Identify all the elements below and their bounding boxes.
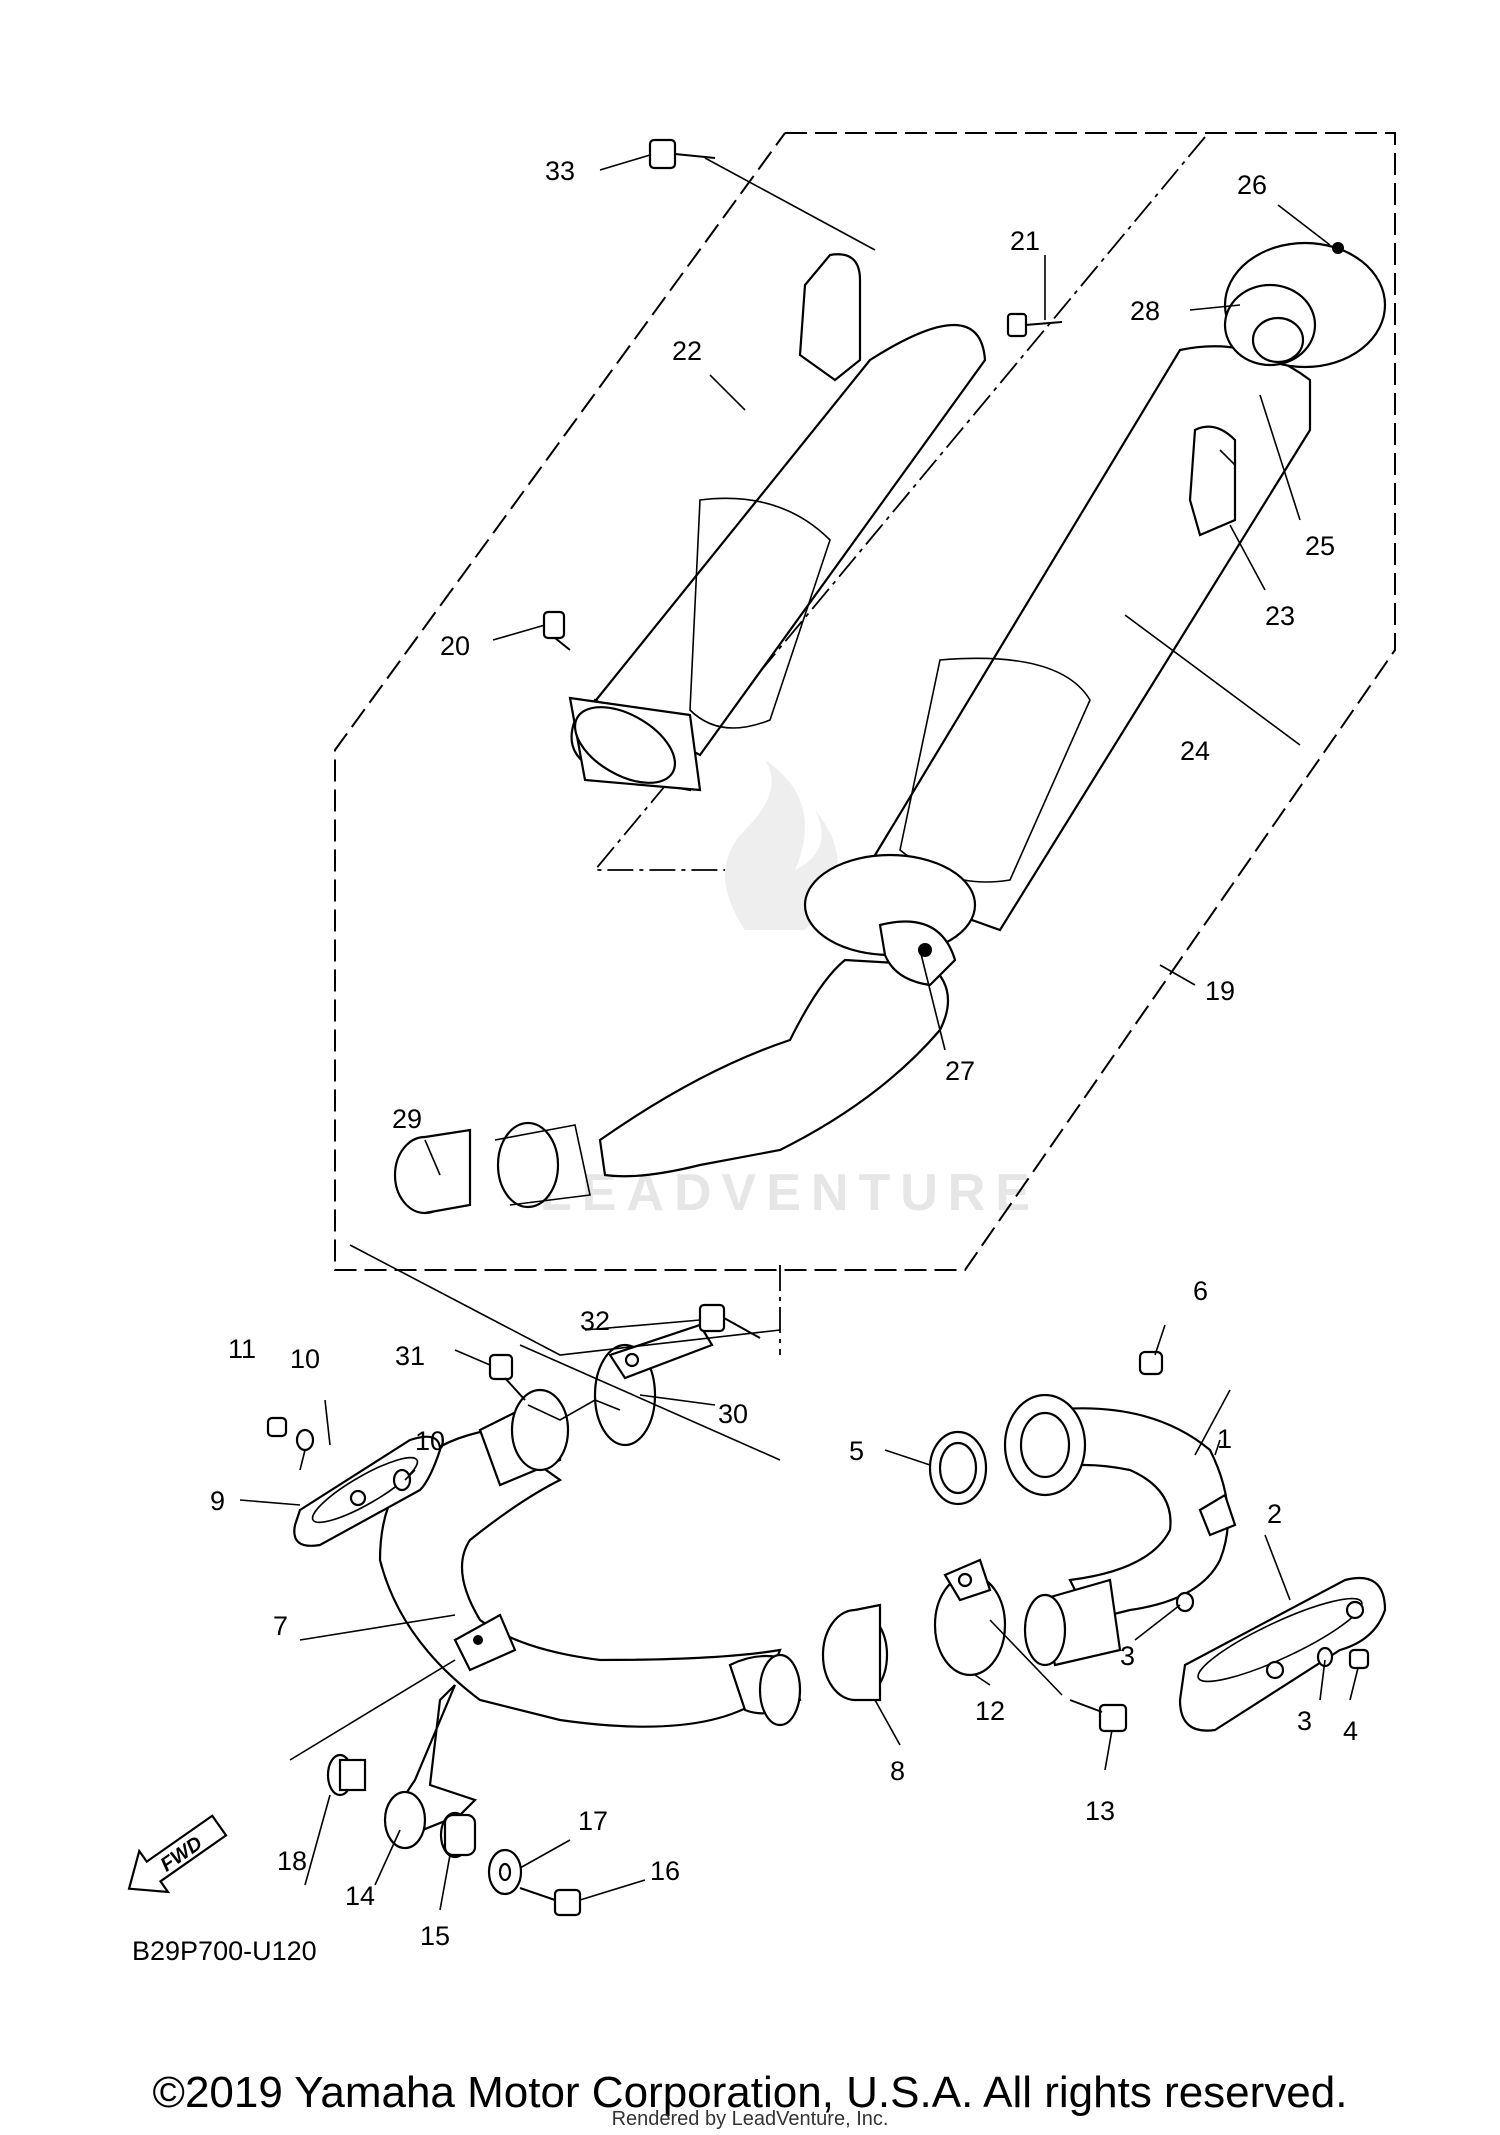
muffler-assembly-boundary [334,132,1396,1271]
callout-14: 14 [345,1881,375,1911]
callout-28: 28 [1130,296,1160,326]
callout-22: 22 [672,336,702,366]
part-6-nut [1138,1350,1164,1376]
part-16-bolt [519,1887,582,1917]
callout-31: 31 [395,1341,425,1371]
callout-26: 26 [1237,170,1267,200]
callout-5: 5 [849,1436,864,1466]
part-29-gasket [393,1121,591,1215]
callout-3-b: 3 [1297,1706,1312,1736]
callout-25: 25 [1305,531,1335,561]
callout-23: 23 [1265,601,1295,631]
part-7-exhaust-pipe [378,1388,802,1728]
callout-17: 17 [578,1806,608,1836]
part-4-bolt [1348,1648,1370,1670]
part-14-bracket [383,1684,478,1850]
callout-24: 24 [1180,736,1210,766]
part-22-heat-shield [568,253,987,792]
callout-33: 33 [545,156,575,186]
part-muffler-inlet-pipe [598,853,977,1178]
part-17-washer [487,1848,523,1896]
part-26-end-cap [1223,241,1387,369]
part-31-bolt [488,1353,621,1421]
part-3-washer-a [1175,1591,1195,1613]
callout-9: 9 [210,1486,225,1516]
callout-16: 16 [650,1856,680,1886]
callout-10-a: 10 [290,1344,320,1374]
callout-30: 30 [718,1399,748,1429]
callout-32: 32 [580,1306,610,1336]
part-2-protector [1178,1576,1387,1732]
callout-15: 15 [420,1921,450,1951]
callout-3-a: 3 [1120,1641,1135,1671]
part-18-bushing [326,1753,367,1797]
callout-7: 7 [273,1611,288,1641]
callout-21: 21 [1010,226,1040,256]
callout-20: 20 [440,631,470,661]
part-30-clamp [593,1323,714,1447]
callout-4: 4 [1343,1716,1358,1746]
part-11-bolt [266,1416,288,1438]
callout-12: 12 [975,1696,1005,1726]
callout-10-b: 10 [415,1426,445,1456]
part-33-bolt [648,138,876,251]
part-15-collar [439,1811,477,1859]
callout-27: 27 [945,1056,975,1086]
part-12-clamp [933,1558,1007,1677]
part-9-protector [293,1435,442,1547]
part-32-bolt [698,1303,761,1339]
part-10-washer-a [295,1428,315,1452]
callout-labels: 1 2 3 3 4 5 6 7 8 9 10 10 11 12 13 14 15… [210,156,1358,1951]
callout-11: 11 [228,1334,256,1364]
part-20-screw [542,610,571,651]
callout-1: 1 [1217,1424,1232,1454]
leader-lines [239,154,1359,1911]
callout-13: 13 [1085,1796,1115,1826]
callout-29: 29 [392,1104,422,1134]
guide-line-heat-shield [593,136,1206,871]
copyright-notice: ©2019 Yamaha Motor Corporation, U.S.A. A… [152,2068,1348,2117]
part-8-gasket [821,1603,889,1702]
part-13-bolt [989,1619,1128,1733]
fwd-arrow: FWD [127,1814,228,1894]
callout-19: 19 [1205,976,1235,1006]
callout-18: 18 [277,1846,307,1876]
part-1-exhaust-pipe [1003,1393,1237,1667]
callout-2: 2 [1267,1499,1282,1529]
callout-8: 8 [890,1756,905,1786]
part-21-screw [1006,312,1063,338]
diagram-code: B29P700-U120 [132,1936,317,1966]
rendered-by-notice: Rendered by LeadVenture, Inc. [611,2108,889,2130]
part-10-washer-b [392,1468,412,1492]
part-5-gasket [928,1430,988,1506]
callout-6: 6 [1193,1276,1208,1306]
